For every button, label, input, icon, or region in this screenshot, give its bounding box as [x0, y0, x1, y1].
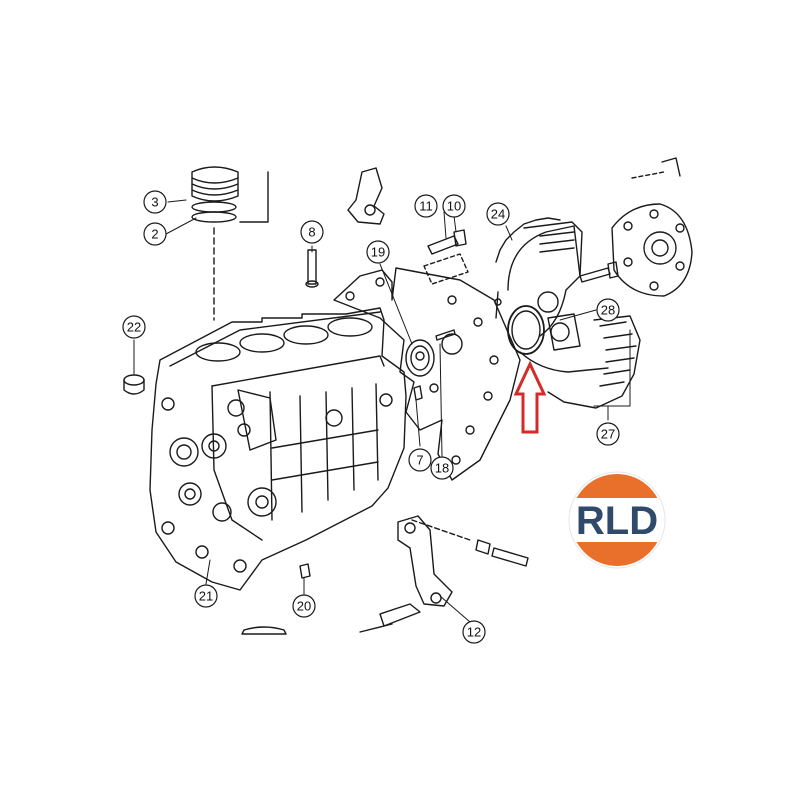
callout-label: 22 — [127, 320, 141, 335]
bracket-part — [347, 167, 385, 225]
callout-19: 19 — [366, 240, 390, 264]
bolt-20-part — [299, 563, 311, 579]
callout-27: 27 — [596, 422, 620, 446]
callout-24: 24 — [486, 202, 510, 226]
engine-block-part — [149, 307, 407, 591]
callout-label: 24 — [491, 207, 505, 222]
bolt-7-part — [413, 385, 423, 401]
piston-rings-part — [191, 166, 269, 321]
engine-mount-part — [359, 515, 529, 633]
o-ring-part — [405, 339, 435, 377]
callout-22: 22 — [122, 315, 146, 339]
gear-bolt-part — [579, 261, 619, 283]
callout-leaders — [133, 199, 631, 623]
callout-label: 3 — [151, 195, 158, 210]
bolt-10-11-part — [423, 229, 469, 285]
ring-gear-part — [547, 313, 641, 409]
rld-logo: RLD — [568, 471, 666, 569]
callout-18: 18 — [430, 456, 454, 480]
callout-8: 8 — [300, 220, 324, 244]
callout-label: 8 — [308, 225, 315, 240]
callout-28: 28 — [596, 298, 620, 322]
callout-12: 12 — [462, 620, 486, 644]
logo-text: RLD — [576, 499, 658, 543]
callout-label: 20 — [297, 599, 311, 614]
callout-7: 7 — [408, 448, 432, 472]
adapter-plate-part — [333, 267, 521, 481]
callout-label: 18 — [435, 461, 449, 476]
callout-20: 20 — [292, 594, 316, 618]
callout-labels: 2 3 7 8 10 11 12 18 19 20 21 22 24 27 28 — [122, 190, 620, 644]
callout-label: 7 — [416, 453, 423, 468]
callout-label: 2 — [151, 227, 158, 242]
dowel-pin-part — [305, 249, 319, 288]
up-arrow-icon — [513, 360, 547, 434]
callout-label: 27 — [601, 427, 615, 442]
callout-label: 19 — [371, 245, 385, 260]
callout-label: 11 — [419, 199, 433, 214]
timing-gear-part — [494, 217, 609, 373]
callout-label: 28 — [601, 303, 615, 318]
callout-label: 21 — [199, 589, 213, 604]
callout-2: 2 — [143, 222, 167, 246]
plug-part — [123, 374, 145, 395]
callout-label: 12 — [467, 625, 481, 640]
callout-21: 21 — [194, 584, 218, 608]
callout-label: 10 — [447, 199, 461, 214]
callout-10: 10 — [442, 194, 466, 218]
stud-part — [435, 329, 456, 341]
callout-3: 3 — [143, 190, 167, 214]
drive-hub-part — [611, 157, 693, 297]
circlip-part — [507, 305, 545, 355]
callout-11: 11 — [414, 194, 438, 218]
oil-pan-edge-part — [241, 626, 287, 635]
